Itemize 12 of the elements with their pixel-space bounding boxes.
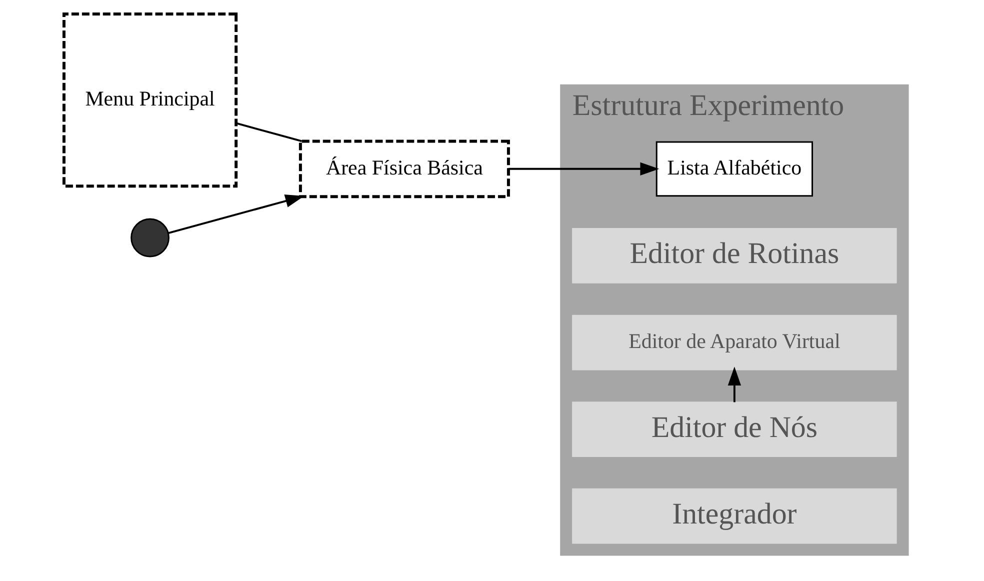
node-box: Integrador — [572, 488, 897, 544]
node-box: Área Física Básica — [298, 140, 510, 198]
arrow — [508, 162, 660, 176]
node-box: Lista Alfabético — [656, 141, 813, 197]
node-box: Editor de Nós — [572, 402, 897, 457]
node-circle — [130, 218, 170, 258]
node-box: Editor de Rotinas — [572, 228, 897, 284]
connector — [236, 122, 302, 142]
node-box: Editor de Aparato Virtual — [572, 314, 897, 370]
arrow — [728, 366, 742, 402]
arrow — [168, 194, 304, 234]
node-box: Menu Principal — [62, 12, 238, 188]
